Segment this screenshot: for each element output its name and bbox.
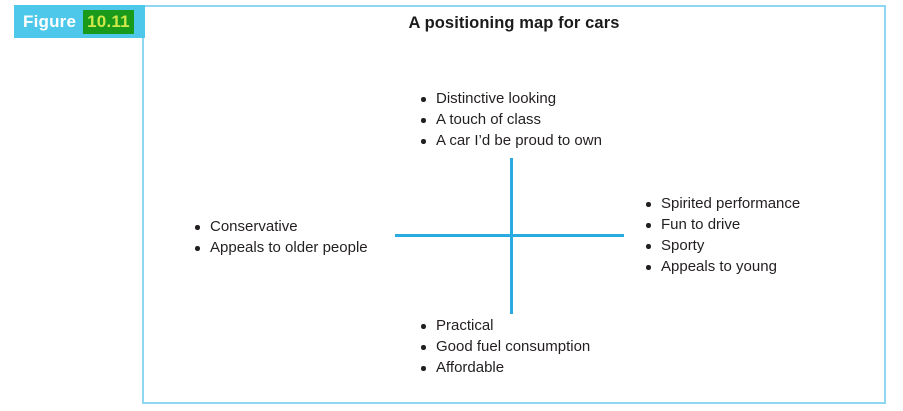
horizontal-axis-line [395, 234, 624, 237]
list-item: Spirited performance [643, 193, 800, 214]
figure-content-panel [142, 5, 886, 404]
list-item: Distinctive looking [418, 88, 602, 109]
list-item: Appeals to older people [192, 237, 368, 258]
list-item: Affordable [418, 357, 590, 378]
list-item: Appeals to young [643, 256, 800, 277]
quadrant-list-right: Spirited performance Fun to drive Sporty… [643, 193, 800, 277]
list-item: A car I’d be proud to own [418, 130, 602, 151]
chart-title: A positioning map for cars [408, 14, 620, 32]
list-item: Sporty [643, 235, 800, 256]
quadrant-list-bottom: Practical Good fuel consumption Affordab… [418, 315, 590, 378]
vertical-axis-line [510, 158, 513, 314]
figure-number-tab: Figure 10.11 [14, 5, 145, 38]
list-item: A touch of class [418, 109, 602, 130]
list-item: Conservative [192, 216, 368, 237]
list-item: Good fuel consumption [418, 336, 590, 357]
quadrant-list-left: Conservative Appeals to older people [192, 216, 368, 258]
list-item: Practical [418, 315, 590, 336]
quadrant-list-top: Distinctive looking A touch of class A c… [418, 88, 602, 151]
list-item: Fun to drive [643, 214, 800, 235]
figure-label: Figure [23, 12, 77, 31]
figure-number: 10.11 [83, 9, 134, 34]
